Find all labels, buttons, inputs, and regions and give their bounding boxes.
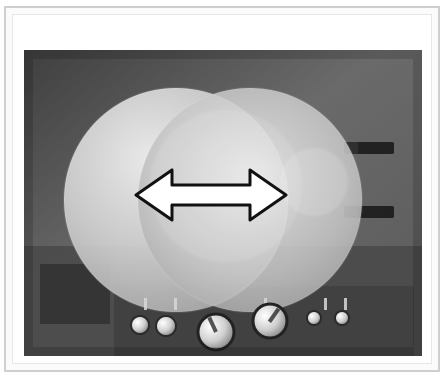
knob-icon <box>198 314 234 350</box>
round-button-icon <box>156 316 176 336</box>
photo-illustration <box>24 50 422 356</box>
knob-icon <box>253 304 287 338</box>
photo <box>24 50 422 356</box>
round-button-icon <box>335 311 349 325</box>
round-button-icon <box>307 311 321 325</box>
lens-right-sheen <box>280 148 348 216</box>
round-button-icon <box>131 316 149 334</box>
image-frame <box>4 6 440 372</box>
